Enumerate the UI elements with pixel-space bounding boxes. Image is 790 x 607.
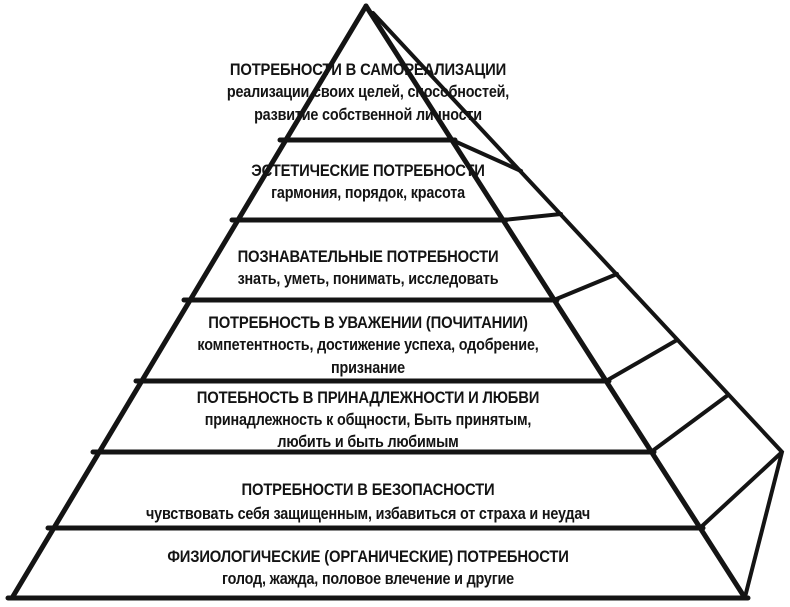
level-7-label: ФИЗИОЛОГИЧЕСКИЕ (ОРГАНИЧЕСКИЕ) ПОТРЕБНОС… xyxy=(124,546,611,590)
level-2-title: ЭСТЕТИЧЕСКИЕ ПОТРЕБНОСТИ xyxy=(251,161,485,180)
level-7-desc-1: голод, жажда, половое влечение и другие xyxy=(221,570,514,588)
level-1-desc-2: развитие собственной личности xyxy=(254,106,482,124)
level-3-label: ПОЗНАВАТЕЛЬНЫЕ ПОТРЕБНОСТИ знать, уметь,… xyxy=(124,245,611,291)
level-1-desc-1: реализации своих целей, способностей, xyxy=(226,83,510,101)
side-divider-2 xyxy=(501,212,563,222)
level-5-desc-2: любить и быть любимым xyxy=(277,433,459,451)
side-divider-5 xyxy=(649,393,730,454)
level-2-desc-1: гармония, порядок, красота xyxy=(271,184,465,202)
level-6-label: ПОТРЕБНОСТИ В БЕЗОПАСНОСТИ чувствовать с… xyxy=(124,478,611,526)
side-divider-4 xyxy=(604,338,679,383)
level-2-label: ЭСТЕТИЧЕСКИЕ ПОТРЕБНОСТИ гармония, поряд… xyxy=(124,159,611,205)
level-4-label: ПОТРЕБНОСТЬ В УВАЖЕНИИ (ПОЧИТАНИИ) компе… xyxy=(124,311,611,380)
level-5-label: ПОТЕБНОСТЬ В ПРИНАДЛЕЖНОСТИ И ЛЮБВИ прин… xyxy=(124,387,611,453)
level-4-desc-2: признание xyxy=(331,359,405,377)
level-3-desc-1: знать, уметь, понимать, исследовать xyxy=(237,270,499,288)
side-divider-1 xyxy=(450,138,523,173)
level-4-title: ПОТРЕБНОСТЬ В УВАЖЕНИИ (ПОЧИТАНИИ) xyxy=(208,313,528,332)
level-6-title: ПОТРЕБНОСТИ В БЕЗОПАСНОСТИ xyxy=(241,480,495,499)
level-3-title: ПОЗНАВАТЕЛЬНЫЕ ПОТРЕБНОСТИ xyxy=(237,247,499,266)
level-6-desc-1: чувствовать себя защищенным, избавиться … xyxy=(146,505,590,523)
level-1-label: ПОТРЕБНОСТИ В САМОРЕАЛИЗАЦИИ реализации … xyxy=(124,58,611,127)
level-5-desc-1: принадлежность к общности, Быть принятым… xyxy=(204,411,532,429)
level-7-title: ФИЗИОЛОГИЧЕСКИЕ (ОРГАНИЧЕСКИЕ) ПОТРЕБНОС… xyxy=(167,547,569,566)
level-5-title: ПОТЕБНОСТЬ В ПРИНАДЛЕЖНОСТИ И ЛЮБВИ xyxy=(196,388,540,407)
side-divider-3 xyxy=(552,272,619,302)
side-divider-6 xyxy=(698,451,783,530)
level-4-desc-1: компетентность, достижение успеха, одобр… xyxy=(197,336,539,354)
level-1-title: ПОТРЕБНОСТИ В САМОРЕАЛИЗАЦИИ xyxy=(229,60,507,79)
